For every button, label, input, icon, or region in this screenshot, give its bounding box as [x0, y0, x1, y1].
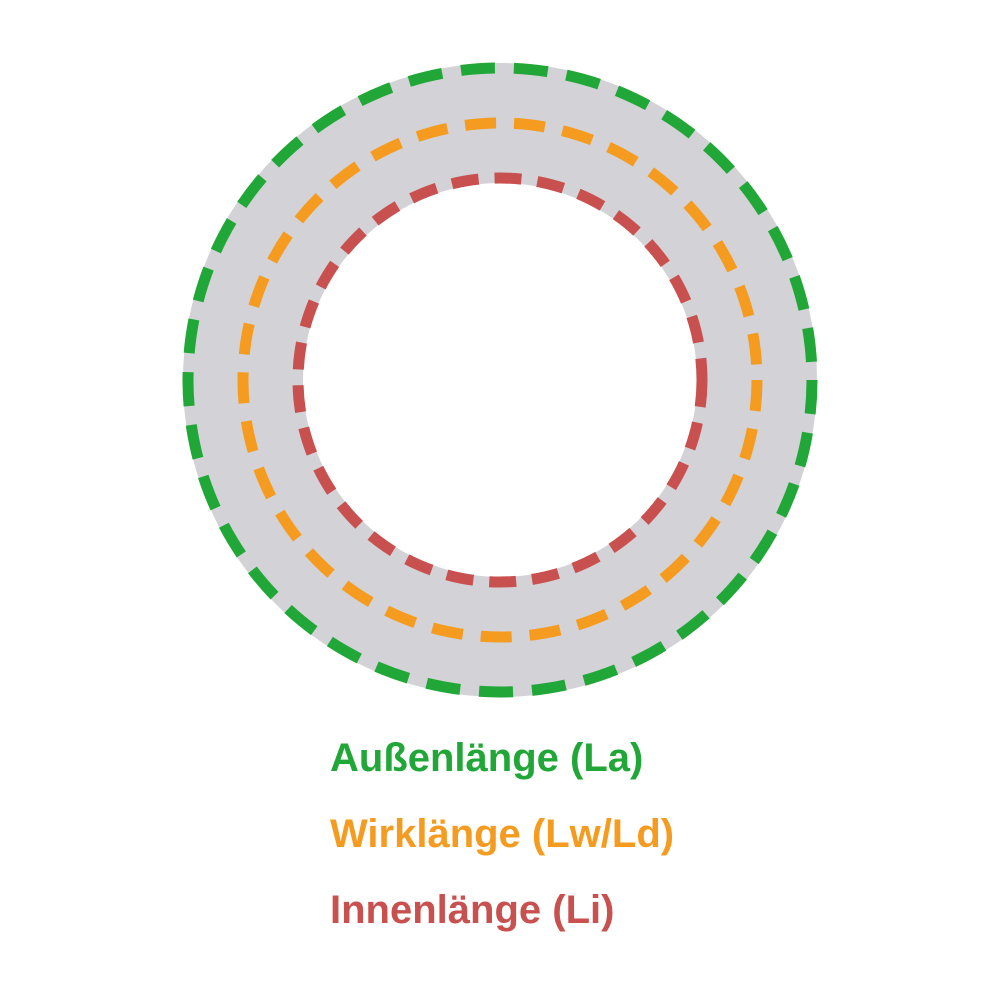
effective-length-label: Wirklänge (Lw/Ld) — [330, 812, 675, 856]
inner-length-label: Innenlänge (Li) — [330, 888, 615, 932]
legend: Außenlänge (La) Wirklänge (Lw/Ld) Innenl… — [330, 738, 674, 930]
effective-length-circle — [237, 117, 763, 643]
outer-length-circle — [182, 62, 818, 698]
inner-length-circle — [292, 172, 708, 588]
outer-length-label: Außenlänge (La) — [330, 736, 644, 780]
